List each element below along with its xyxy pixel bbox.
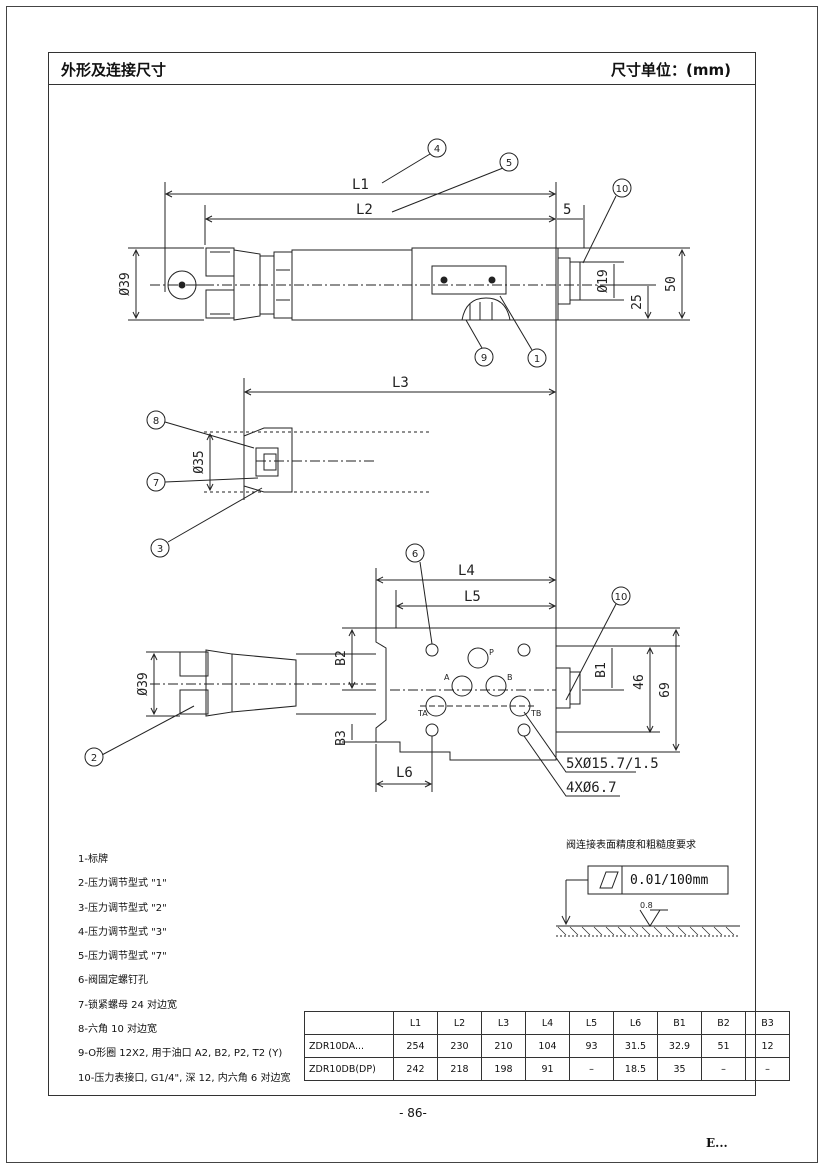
callout-9: 9	[481, 353, 487, 364]
callout-5: 5	[506, 158, 512, 169]
table-header: L3	[481, 1011, 526, 1035]
callout-3: 3	[157, 544, 163, 555]
table-header	[304, 1011, 394, 1035]
dim-69: 69	[658, 682, 673, 698]
dim-B1: B1	[594, 662, 609, 678]
flatness-tolerance: 0.01/100mm	[630, 873, 709, 888]
table-cell: 230	[437, 1034, 482, 1058]
table-cell: ZDR10DA...	[304, 1034, 394, 1058]
table-cell: 93	[569, 1034, 614, 1058]
legend-item: 1-标牌	[78, 854, 108, 865]
port-TB-label: TB	[530, 709, 541, 718]
legend-item: 3-压力调节型式 "2"	[78, 902, 167, 914]
table-cell: –	[701, 1057, 746, 1081]
unit-note: 尺寸单位：(mm)	[611, 61, 731, 79]
dimension-table: L1 L2 L3 L4 L5 L6 B1 B2 B3 ZDR10DA... 25…	[304, 1011, 790, 1081]
legend-item: 9-O形圈 12X2, 用于油口 A2, B2, P2, T2 (Y)	[78, 1048, 283, 1060]
table-cell: 32.9	[657, 1034, 702, 1058]
table-header: L6	[613, 1011, 658, 1035]
dim-25: 25	[630, 294, 645, 310]
table-cell: –	[745, 1057, 790, 1081]
dim-L2: L2	[356, 202, 373, 218]
roughness-value: 0.8	[640, 901, 653, 910]
callout-7: 7	[153, 478, 159, 489]
dim-holes-4x: 4XØ6.7	[566, 780, 617, 796]
page-frame	[6, 6, 818, 1163]
table-header: L4	[525, 1011, 570, 1035]
callout-8: 8	[153, 416, 159, 427]
header-bar: 外形及连接尺寸 尺寸单位：(mm)	[49, 53, 755, 85]
dim-L6: L6	[396, 765, 413, 781]
legend-item: 4-压力调节型式 "3"	[78, 926, 167, 938]
table-header: L1	[393, 1011, 438, 1035]
dim-L5: L5	[464, 589, 481, 605]
table-cell: 35	[657, 1057, 702, 1081]
callout-10-top: 10	[616, 184, 629, 195]
callout-2: 2	[91, 753, 97, 764]
page-title: 外形及连接尺寸	[61, 61, 167, 79]
table-cell: 242	[393, 1057, 438, 1081]
legend-item: 2-压力调节型式 "1"	[78, 878, 167, 890]
table-header: B3	[745, 1011, 790, 1035]
callout-10-bottom: 10	[615, 592, 628, 603]
callout-1: 1	[534, 354, 540, 365]
table-cell: 31.5	[613, 1034, 658, 1058]
table-cell: 254	[393, 1034, 438, 1058]
table-cell: 12	[745, 1034, 790, 1058]
legend-item: 7-锁紧螺母 24 对边宽	[78, 999, 178, 1011]
parts-legend: 1-标牌 2-压力调节型式 "1" 3-压力调节型式 "2" 4-压力调节型式 …	[78, 848, 290, 1091]
dim-holes-5x: 5XØ15.7/1.5	[566, 756, 659, 772]
table-cell: 198	[481, 1057, 526, 1081]
table-header: L2	[437, 1011, 482, 1035]
table-cell: 18.5	[613, 1057, 658, 1081]
table-cell: –	[569, 1057, 614, 1081]
table-cell: 210	[481, 1034, 526, 1058]
table-cell: 218	[437, 1057, 482, 1081]
legend-item: 10-压力表接口, G1/4", 深 12, 内六角 6 对边宽	[78, 1072, 291, 1084]
dim-46: 46	[632, 674, 647, 690]
table-header: L5	[569, 1011, 614, 1035]
port-A-label: A	[444, 673, 450, 682]
corner-mark: E...	[706, 1136, 728, 1150]
dim-B3: B3	[334, 730, 349, 746]
table-cell: 91	[525, 1057, 570, 1081]
legend-item: 8-六角 10 对边宽	[78, 1024, 158, 1036]
dim-L3: L3	[392, 375, 409, 391]
table-row: ZDR10DA... 254 230 210 104 93 31.5 32.9 …	[304, 1034, 790, 1058]
table-cell: 51	[701, 1034, 746, 1058]
legend-item: 6-阀固定螺钉孔	[78, 975, 148, 987]
port-B-label: B	[507, 673, 513, 682]
dim-B2: B2	[334, 650, 349, 666]
dim-50: 50	[664, 276, 679, 292]
surface-requirement-label: 阀连接表面精度和粗糙度要求	[566, 840, 696, 851]
port-TA-label: TA	[417, 709, 428, 718]
dim-d19: Ø19	[596, 269, 611, 292]
page-number: - 86-	[399, 1106, 427, 1120]
callout-6: 6	[412, 549, 418, 560]
table-cell: ZDR10DB(DP)	[304, 1057, 394, 1081]
table-header: B2	[701, 1011, 746, 1035]
table-header: B1	[657, 1011, 702, 1035]
dim-d35: Ø35	[192, 450, 207, 473]
drawing-sheet: 外形及连接尺寸 尺寸单位：(mm)	[48, 52, 756, 1096]
table-cell: 104	[525, 1034, 570, 1058]
port-P-label: P	[489, 648, 494, 657]
table-header-row: L1 L2 L3 L4 L5 L6 B1 B2 B3	[304, 1011, 790, 1035]
dim-d39-top: Ø39	[118, 272, 133, 295]
dim-L1: L1	[352, 177, 369, 193]
legend-item: 5-压力调节型式 "7"	[78, 951, 167, 963]
table-row: ZDR10DB(DP) 242 218 198 91 – 18.5 35 – –	[304, 1057, 790, 1081]
callout-4: 4	[434, 144, 440, 155]
dim-d39-bottom: Ø39	[136, 672, 151, 695]
dim-5: 5	[563, 202, 571, 218]
dim-L4: L4	[458, 563, 475, 579]
